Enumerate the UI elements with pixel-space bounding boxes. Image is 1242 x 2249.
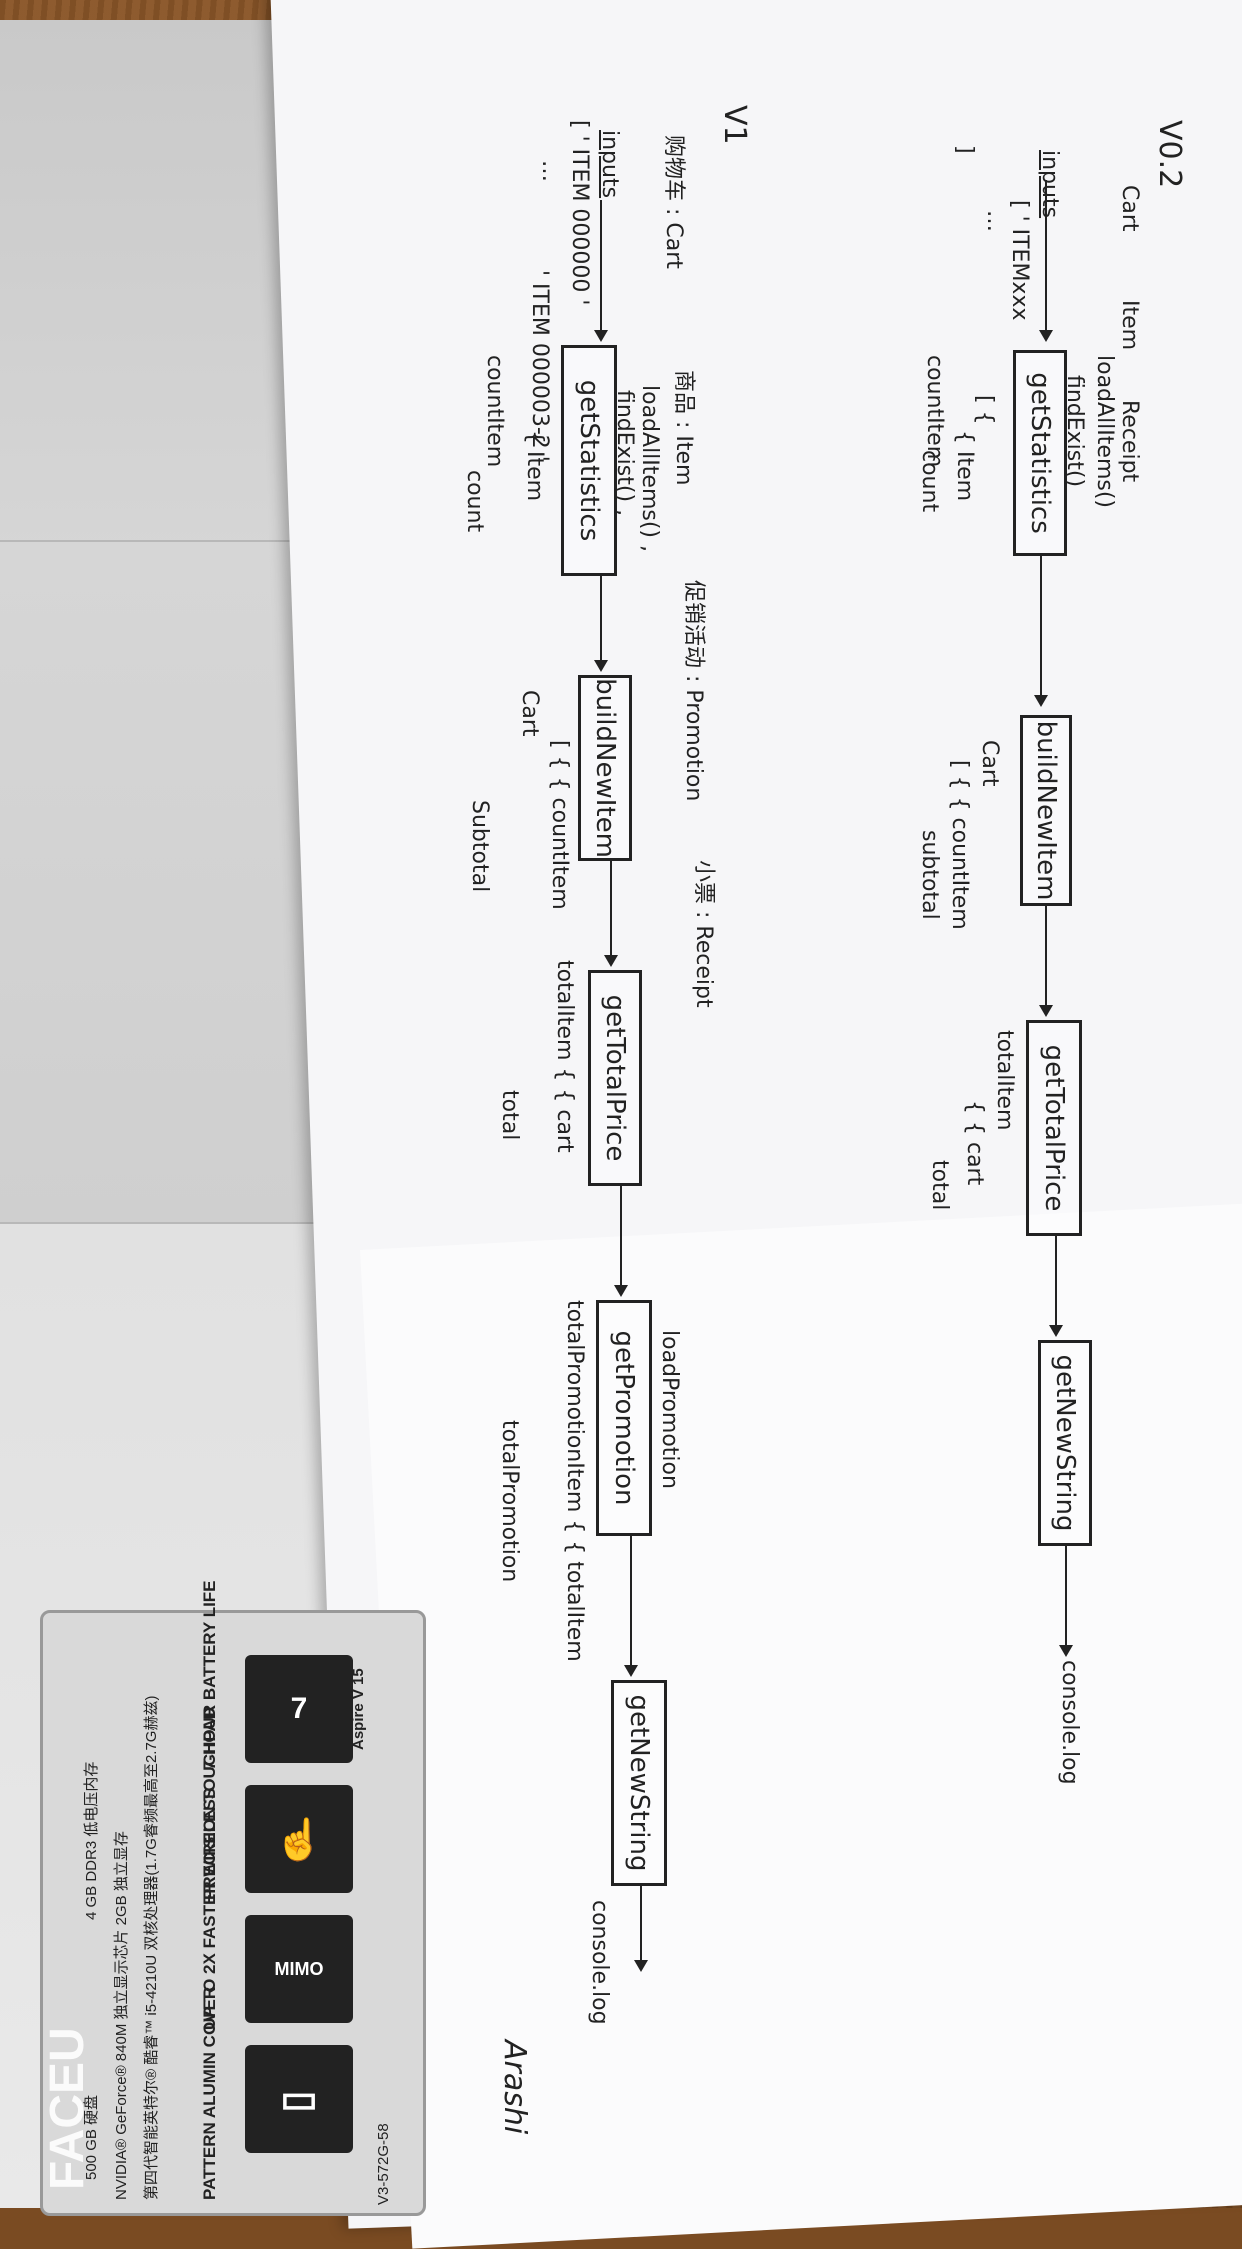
inputs-close: ] — [952, 145, 977, 154]
function-box-getPromotion: getPromotion — [596, 1300, 652, 1536]
inputs-ellipsis: … — [982, 210, 1007, 232]
layer-cart: 购物车 : Cart — [661, 135, 686, 269]
header-cart: Cart — [1117, 185, 1142, 232]
output: totalPromotionItem { { totalItem — [562, 1300, 587, 1662]
arrow — [600, 200, 602, 340]
output: count — [462, 470, 487, 533]
spec-line: NVIDIA® GeForce® 840M 独立显示芯片 2GB 独立显存 — [113, 1831, 130, 2200]
output: subtotal — [917, 830, 942, 920]
arrow — [640, 1885, 642, 1970]
sticker-model: V3-572G-58 — [375, 2123, 392, 2205]
call-loadAllItems: loadAllItems() — [1092, 355, 1117, 509]
inputs-label: inputs — [1037, 150, 1062, 219]
spec-line: 第四代智能英特尔® 酷睿™ i5-4210U 双核处理器(1.7G睿频最高至2.… — [143, 1695, 160, 2200]
output: [ { — [972, 395, 997, 425]
output: { Item — [522, 430, 547, 502]
function-box-getNewString: getNewString — [611, 1680, 667, 1886]
output: total — [497, 1090, 522, 1141]
output: Subtotal — [467, 800, 492, 893]
arrow — [630, 1535, 632, 1675]
inputs-line: [ ' ITEM 000000 ' — [567, 120, 592, 306]
arrow — [1045, 180, 1047, 340]
console-log: console.log — [1057, 1660, 1082, 1785]
arrow — [1055, 1235, 1057, 1335]
output: count — [917, 450, 942, 513]
handwritten-diagram: V0.2 Cart Item Receipt [ ' ITEMxxx … ] i… — [302, 0, 1242, 2208]
signature: Arashi — [497, 2040, 532, 2135]
function-box-buildNewItem: buildNewItem — [1020, 715, 1072, 906]
output: { { cart — [962, 1100, 987, 1186]
output: totalItem { { cart — [552, 960, 577, 1153]
function-box-getStatistics: getStatistics — [1013, 350, 1067, 556]
function-box-buildNewItem: buildNewItem — [578, 675, 632, 861]
inputs-line: [ ' ITEMxxx — [1007, 200, 1032, 321]
layer-receipt: 小票 : Receipt — [691, 860, 716, 1008]
arrow — [600, 575, 602, 670]
output: [ { { countItem — [947, 760, 972, 930]
arrow — [620, 1185, 622, 1295]
header-receipt: Receipt — [1117, 400, 1142, 483]
function-box-getNewString: getNewString — [1038, 1340, 1092, 1546]
function-box-getTotalPrice: getTotalPrice — [588, 970, 642, 1186]
spec-line: 4 GB DDR3 低电压内存 — [83, 1761, 100, 1920]
watermark: FACEU — [41, 2027, 94, 2190]
arrow — [1045, 905, 1047, 1015]
output: totalItem — [992, 1030, 1017, 1131]
output: [ { { countItem — [547, 740, 572, 910]
laptop-cover-icon: ▭ — [245, 2045, 353, 2153]
battery-7hrs-icon: 7 — [245, 1655, 353, 1763]
function-box-getTotalPrice: getTotalPrice — [1026, 1020, 1082, 1236]
output: total — [927, 1160, 952, 1211]
console-log: console.log — [587, 1900, 612, 2025]
call-loadAllItems: loadAllItems() , — [637, 385, 662, 552]
output: countItem — [482, 355, 507, 468]
arrow — [1040, 555, 1042, 705]
arrow — [610, 860, 612, 965]
output: Cart — [517, 690, 542, 737]
function-box-getStatistics: getStatistics — [561, 345, 617, 576]
version-label: V0.2 — [1152, 120, 1187, 189]
output: totalPromotion — [497, 1420, 522, 1583]
layer-item: 商品 : Item — [671, 370, 696, 486]
inputs-ellipsis: … — [537, 160, 562, 182]
output: { Item — [952, 430, 977, 502]
version-label: V1 — [717, 105, 752, 145]
touchpad-icon: ☝ — [245, 1785, 353, 1893]
tile-label: PATTERN ALUMIN COVER — [200, 1986, 219, 2200]
mimo-icon: MIMO — [245, 1915, 353, 2023]
spec-sticker — [40, 1610, 426, 2216]
call-loadPromotion: loadPromotion — [657, 1330, 682, 1489]
layer-promotion: 促销活动 : Promotion — [681, 580, 706, 802]
arrow — [1065, 1545, 1067, 1655]
output: Cart — [977, 740, 1002, 787]
header-item: Item — [1117, 300, 1142, 351]
inputs-label: inputs — [597, 130, 622, 199]
